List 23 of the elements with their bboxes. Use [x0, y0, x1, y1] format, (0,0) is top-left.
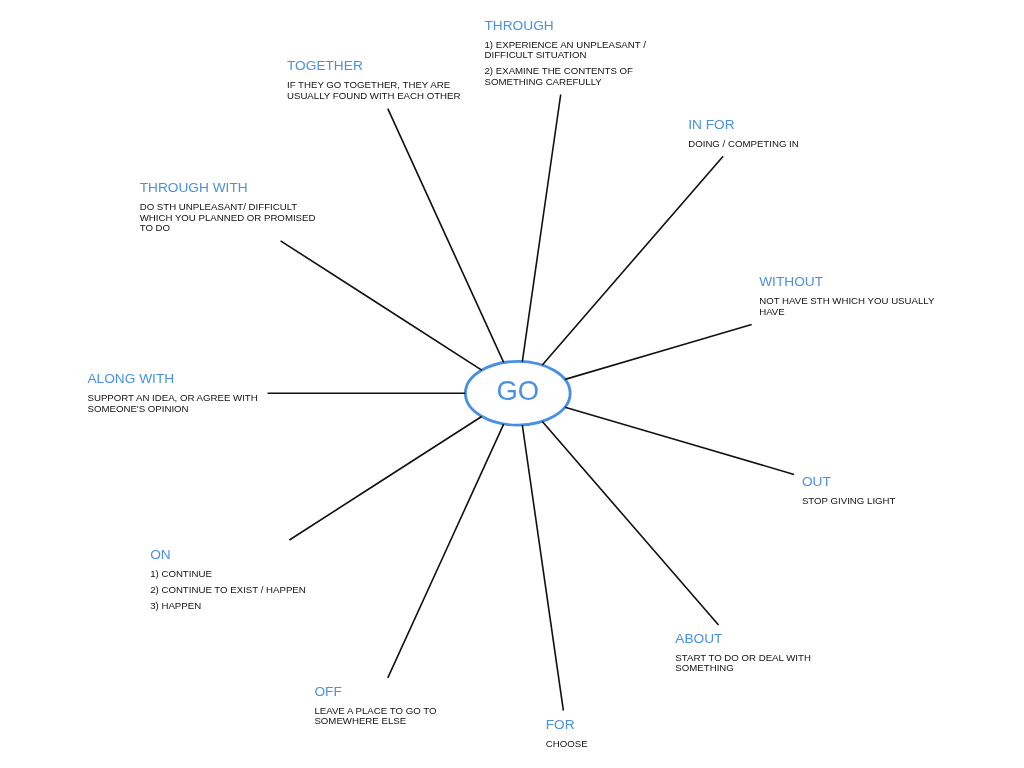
connector [521, 93, 562, 363]
connector [541, 420, 720, 626]
node-text: ON 1) CONTINUE 2) CONTINUE TO EXIST / HAPPEN 3) HAPPEN [150, 546, 306, 611]
node-text: FOR CHOOSE [545, 717, 588, 750]
node-text: ALONG WITH SUPPORT AN IDEA, OR AGREE WITH SOMEONE'S OPINION [87, 371, 258, 414]
node-ellipse: GO [463, 360, 572, 427]
connector [541, 155, 724, 366]
connector [266, 392, 466, 395]
connector [564, 323, 753, 381]
node-text: THROUGH 1) EXPERIENCE AN UNPLEASANT / DIFFICULT SITUATION 2) EXAMINE THE CONTENTS OF SOMETHING CAREFULLY [484, 17, 646, 87]
node-text: ABOUT START TO DO OR DEAL WITH SOMETHING [675, 631, 811, 674]
node-text: OFF LEAVE A PLACE TO GO TO SOMEWHERE ELSE [314, 684, 437, 727]
connector [279, 240, 483, 371]
node-text: IN FOR DOING / COMPETING IN [688, 116, 799, 149]
connector [564, 406, 795, 476]
connector [387, 107, 505, 364]
connector [288, 415, 483, 541]
connector [387, 423, 505, 679]
node-text: THROUGH WITH DO STH UNPLEASANT/ DIFFICULT WHICH YOU PLANNED OR PROMISED TO DO [139, 180, 316, 234]
connector [521, 424, 565, 712]
node-text: WITHOUT NOT HAVE STH WHICH YOU USUALLY HAVE [759, 274, 935, 317]
node-text: OUT STOP GIVING LIGHT [801, 473, 896, 506]
node-text: TOGETHER IF THEY GO TOGETHER, THEY ARE USUALLY FOUND WITH EACH OTHER [286, 58, 461, 101]
